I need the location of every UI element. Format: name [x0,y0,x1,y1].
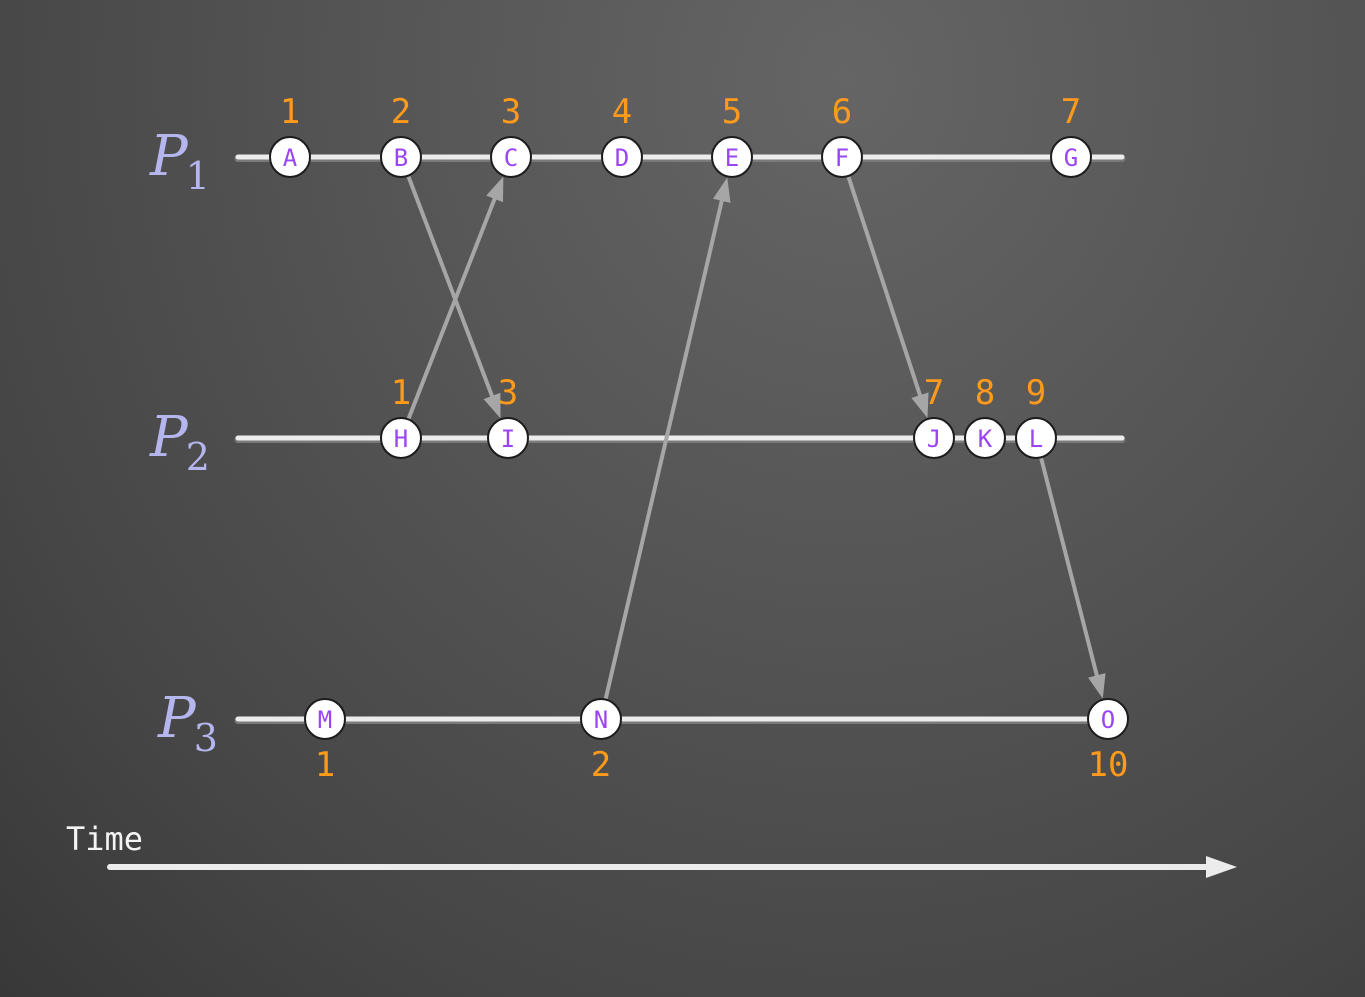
event-label: J [927,425,941,453]
event-f: F6 [821,92,863,178]
process-label-p1: P1 [149,124,210,198]
lamport-clock-value: 2 [391,92,411,132]
event-circle [964,417,1006,459]
event-circle [821,136,863,178]
lamport-clock-value: 6 [832,92,852,132]
time-axis-label: Time [66,820,143,858]
event-l: L9 [1015,373,1057,459]
process-label-p3: P3 [157,686,218,760]
message-arrowhead-c [486,176,504,203]
event-label: F [835,144,849,172]
event-label: D [615,144,629,172]
event-label: O [1101,706,1115,734]
message-arrowhead-o [1088,673,1106,699]
lamport-clock-value: 3 [498,373,518,413]
message-arrowhead-e [713,177,731,203]
time-axis-arrowhead [1206,856,1237,878]
event-circle [1050,136,1092,178]
message-arrowhead-j [911,392,929,419]
event-label: A [283,144,298,172]
lamport-clock-value: 7 [1061,92,1081,132]
event-label: C [504,144,518,172]
lamport-clock-value: 8 [975,373,995,413]
event-o: O 10 [1087,698,1129,785]
process-subscript: 1 [186,154,210,198]
event-i: I3 [487,373,529,459]
message-f-to-j [845,173,924,402]
lamport-clock-value: 7 [924,373,944,413]
event-circle [490,136,532,178]
message-n-to-e [603,194,726,702]
event-label: E [725,144,739,172]
lamport-clock-value: 10 [1088,745,1129,785]
event-c: C3 [490,92,532,178]
event-label: B [394,144,408,172]
event-label: I [501,425,515,453]
lamport-clock-value: 1 [391,373,411,413]
event-label: N [594,706,608,734]
event-circle [487,417,529,459]
lamport-clock-value: 3 [501,92,521,132]
event-label: L [1029,425,1043,453]
lamport-clock-value: 5 [722,92,742,132]
event-circle [380,417,422,459]
event-circle [711,136,753,178]
process-subscript: 2 [186,435,210,479]
event-label: G [1064,144,1078,172]
event-circle [304,698,346,740]
event-k: K8 [964,373,1006,459]
lamport-clock-value: 1 [280,92,300,132]
messages [405,173,1106,702]
message-arrowhead-i [483,392,501,419]
lamport-clock-value: 2 [591,745,611,785]
process-subscript: 3 [194,716,218,760]
lamport-clock-value: 4 [612,92,632,132]
process-label-p2: P2 [149,405,210,479]
event-circle [380,136,422,178]
event-m: M1 [304,698,346,785]
process-name: P [157,686,197,751]
process-name: P [149,124,189,189]
time-axis: Time [66,820,1237,878]
event-g: G7 [1050,92,1092,178]
event-circle [1087,698,1129,740]
event-n: N2 [580,698,622,785]
event-circle [601,136,643,178]
message-b-to-i [405,173,496,403]
lamport-clock-value: 9 [1026,373,1046,413]
event-circle [580,698,622,740]
event-a: A1 [269,92,311,178]
message-l-to-o [1038,454,1101,682]
event-d: D4 [601,92,643,178]
process-name: P [149,405,189,470]
event-j: J7 [913,373,955,459]
event-circle [1015,417,1057,459]
event-h: H1 [380,373,422,459]
event-circle [913,417,955,459]
event-label: K [978,425,993,453]
lamport-clock-value: 1 [315,745,335,785]
event-label: H [394,425,408,453]
event-e: E5 [711,92,753,178]
event-b: B2 [380,92,422,178]
message-h-to-c [405,192,499,422]
event-label: M [318,706,332,734]
event-circle [269,136,311,178]
